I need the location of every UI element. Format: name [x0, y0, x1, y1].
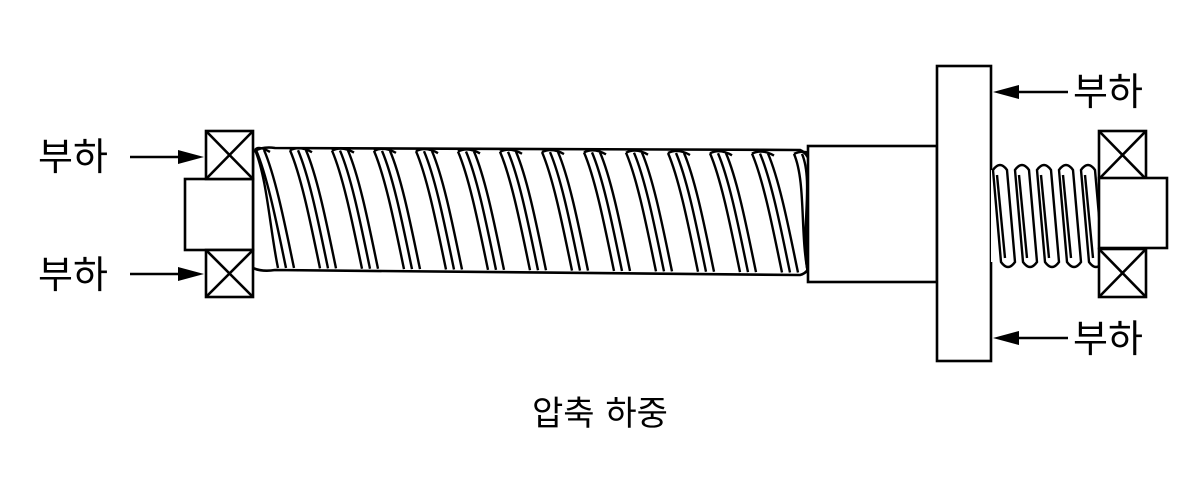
load-label-right-bottom: 부하	[1073, 317, 1143, 361]
load-arrow-left-bottom	[130, 267, 204, 281]
arrowhead-right-icon	[178, 267, 204, 281]
right-shaft-stub	[1097, 176, 1169, 250]
small-screw	[991, 163, 1105, 269]
left-shaft-stub	[183, 177, 255, 252]
right-bearing	[1097, 129, 1169, 299]
nut-body	[806, 144, 939, 284]
nut-flange	[935, 64, 993, 363]
main-screw	[251, 146, 817, 277]
arrowhead-left-icon	[993, 85, 1019, 99]
load-label-left-top: 부하	[38, 135, 108, 179]
load-arrow-right-bottom	[993, 331, 1068, 345]
arrowhead-left-icon	[993, 331, 1019, 345]
load-arrow-left-top	[130, 150, 204, 164]
load-arrow-right-top	[993, 85, 1068, 99]
left-bearing	[183, 129, 255, 299]
load-label-left-bottom: 부하	[38, 253, 108, 297]
load-label-right-top: 부하	[1073, 70, 1143, 114]
diagram-caption: 압축 하중	[532, 394, 668, 434]
arrowhead-right-icon	[178, 150, 204, 164]
